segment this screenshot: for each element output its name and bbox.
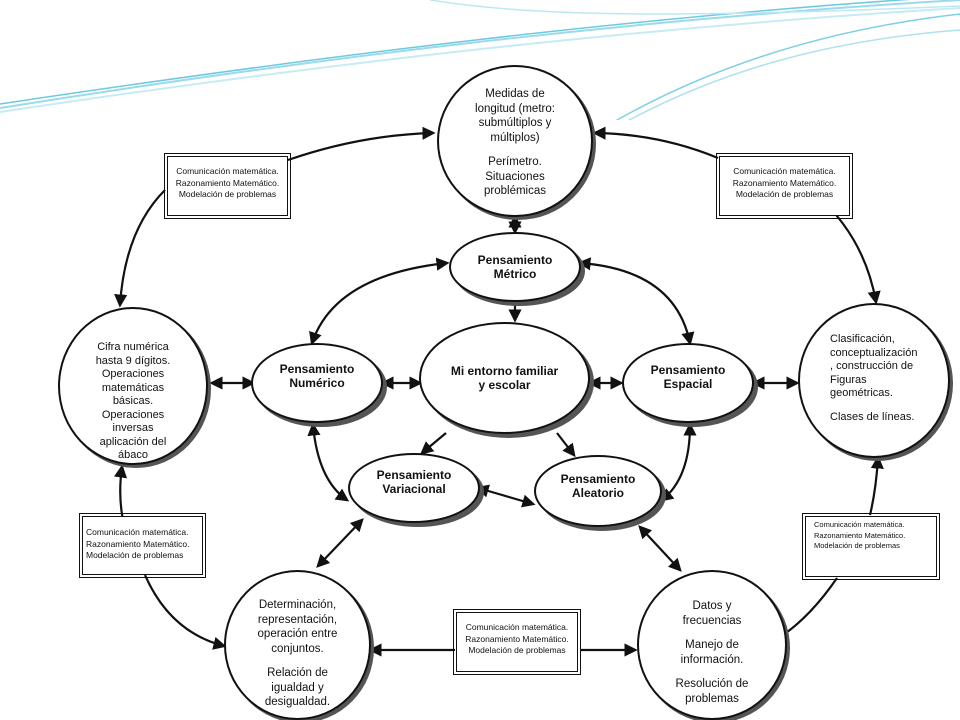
competency-box-right: Comunicación matemática. Razonamiento Ma… xyxy=(802,513,940,580)
node-pensamiento-espacial: Pensamiento Espacial xyxy=(622,343,754,423)
arrow-numerico-variacional xyxy=(307,422,350,502)
content-circle-bottom-right: Datos y frecuencias Manejo de informació… xyxy=(637,570,787,720)
node-center: Mi entorno familiar y escolar xyxy=(419,322,590,434)
label-pensamiento-espacial: Pensamiento Espacial xyxy=(650,363,726,391)
arrow-right-lower-box-to-right xyxy=(868,455,884,516)
content-right-text: Clasificación, conceptualización , const… xyxy=(830,333,918,423)
node-pensamiento-variacional: Pensamiento Variacional xyxy=(348,453,480,523)
content-circle-right: Clasificación, conceptualización , const… xyxy=(798,303,950,458)
arrow-variacional-bottom-left xyxy=(316,518,364,568)
content-circle-bottom-left: Determinación, representación, operación… xyxy=(224,570,371,720)
competency-box-left: Comunicación matemática. Razonamiento Ma… xyxy=(79,513,206,578)
content-top-text: Medidas de longitud (metro: submúltiplos… xyxy=(475,88,555,197)
arrow-left-box-to-left xyxy=(114,189,166,308)
label-pensamiento-variacional: Pensamiento Variacional xyxy=(376,468,452,496)
content-left-text: Cifra numérica hasta 9 dígitos. Operacio… xyxy=(95,341,171,461)
competency-box-top-right: Comunicación matemática. Razonamiento Ma… xyxy=(716,153,853,219)
content-circle-top: Medidas de longitud (metro: submúltiplos… xyxy=(437,65,593,217)
content-bottom-left-text: Determinación, representación, operación… xyxy=(257,599,338,708)
arrow-left-box-to-top xyxy=(287,126,436,162)
node-pensamiento-metrico: Pensamiento Métrico xyxy=(449,232,581,302)
arrow-left-lower-box-to-bottom-left xyxy=(143,574,227,650)
arrow-variacional-aleatorio xyxy=(475,484,536,508)
arrow-right-box-to-top xyxy=(592,126,719,160)
arrow-center-aleatorio xyxy=(556,432,576,458)
competency-box-top-left: Comunicación matemática. Razonamiento Ma… xyxy=(164,153,291,219)
content-bottom-right-text: Datos y frecuencias Manejo de informació… xyxy=(675,600,749,705)
label-pensamiento-numerico: Pensamiento Numérico xyxy=(279,362,355,390)
arrow-aleatorio-bottom-right xyxy=(638,525,682,572)
arrow-center-variacional xyxy=(419,432,447,455)
node-pensamiento-aleatorio: Pensamiento Aleatorio xyxy=(534,455,662,527)
label-pensamiento-metrico: Pensamiento Métrico xyxy=(477,253,553,281)
competency-box-bottom: Comunicación matemática. Razonamiento Ma… xyxy=(453,609,581,675)
node-pensamiento-numerico: Pensamiento Numérico xyxy=(251,343,383,423)
label-pensamiento-aleatorio: Pensamiento Aleatorio xyxy=(560,472,636,500)
content-circle-left: Cifra numérica hasta 9 dígitos. Operacio… xyxy=(58,307,208,465)
arrow-espacial-aleatorio xyxy=(659,422,697,502)
arrow-metrico-numerico xyxy=(309,257,450,346)
decorative-swoosh xyxy=(0,0,960,120)
label-center: Mi entorno familiar y escolar xyxy=(450,364,559,392)
arrow-metrico-espacial xyxy=(577,257,695,346)
arrow-left-lower-box-to-left xyxy=(113,464,128,521)
